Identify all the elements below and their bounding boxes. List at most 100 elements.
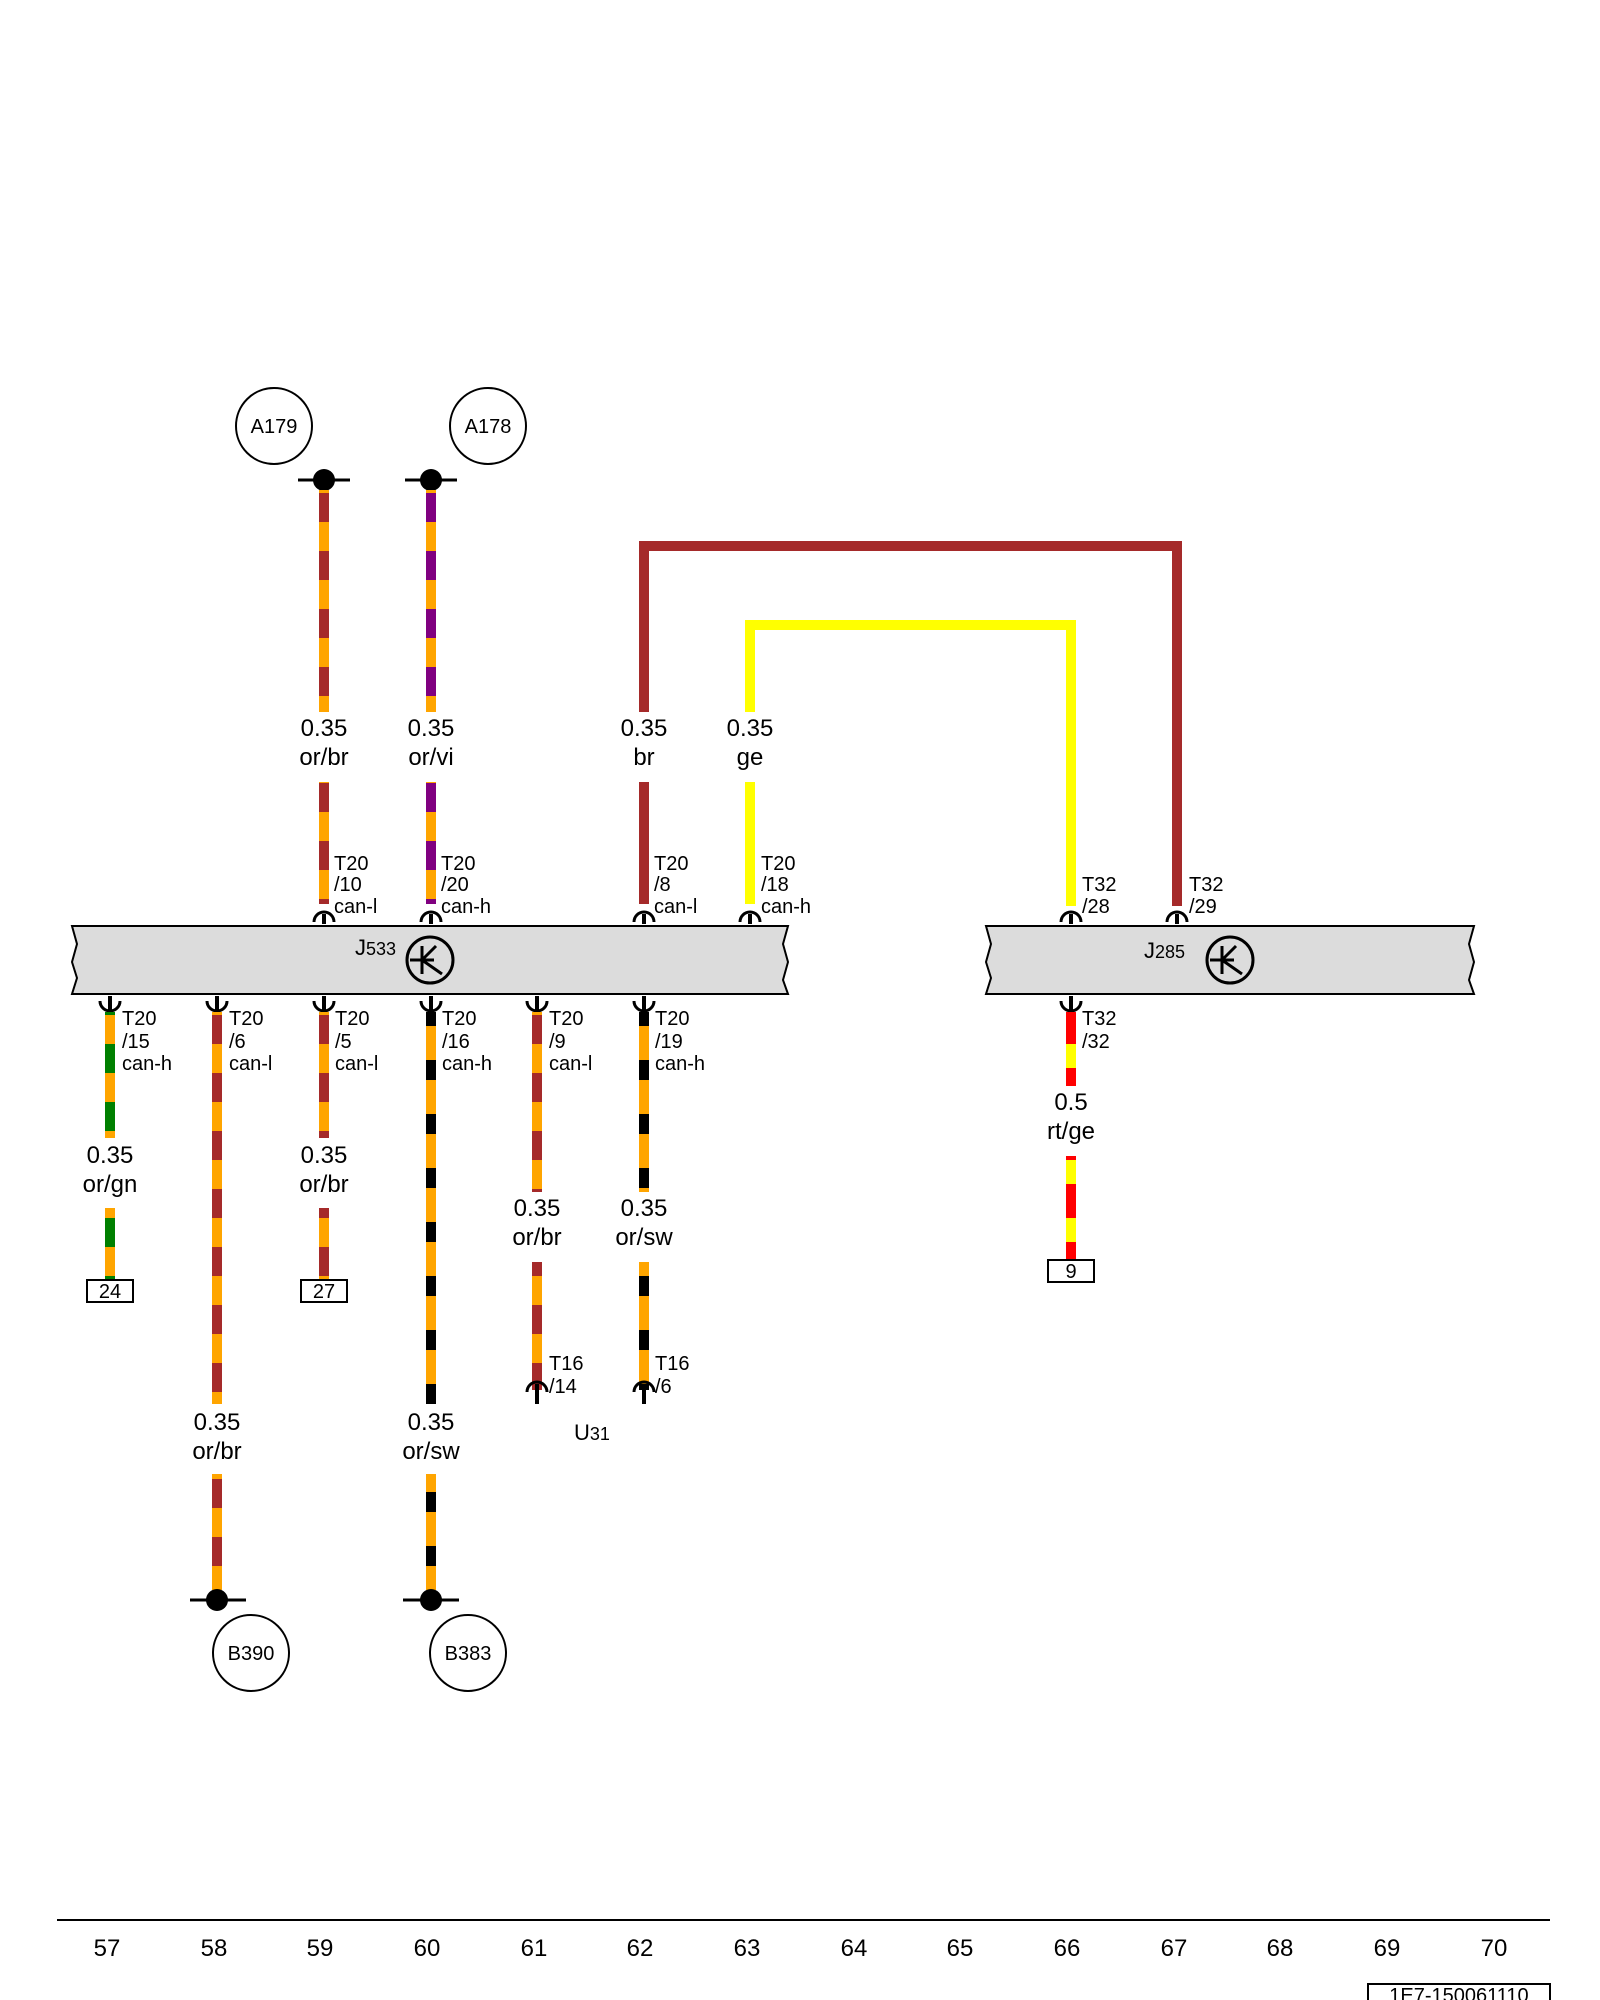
pin-t20-16-pin: /16 — [442, 1031, 470, 1053]
column-number: 63 — [734, 1935, 761, 1962]
pin-t20-18-conn: T20 — [761, 853, 795, 875]
connector-b390-circle — [212, 1614, 290, 1692]
pin-t20-15: T20 /15 can-h — [98, 996, 172, 1075]
connector-b390-dot — [206, 1589, 228, 1611]
pin-t32-29-conn: T32 — [1189, 874, 1223, 896]
pin-t20-16-conn: T20 — [442, 1008, 476, 1030]
wire-w4-color: ge — [737, 744, 764, 771]
connector-a178-circle — [449, 387, 527, 465]
j285-bus-icon — [1205, 935, 1255, 985]
doc-code-box — [1367, 1983, 1551, 2000]
pin-t16-14: T16 /14 — [525, 1353, 583, 1404]
wire-w7-color: or/br — [299, 1171, 348, 1198]
pin-t20-18-pin: /18 — [761, 874, 789, 896]
pin-t20-20-socket — [419, 910, 443, 923]
wire-w10-upper — [639, 1012, 649, 1192]
pin-t20-20-conn: T20 — [441, 853, 475, 875]
wire-w5-lower — [105, 1208, 115, 1280]
pin-t16-6: T16 /6 — [632, 1353, 689, 1404]
connector-b390-label: B390 — [228, 1643, 275, 1665]
connector-a179-label: A179 — [251, 416, 298, 438]
pin-t32-29-socket — [1165, 910, 1189, 923]
pin-t20-16: T20 /16 can-h — [419, 996, 492, 1075]
connector-b383-circle — [429, 1614, 507, 1692]
pin-t20-16-sig: can-h — [442, 1053, 492, 1075]
pin-t20-20-pin: /20 — [441, 874, 469, 896]
wire-w8-size: 0.35 — [408, 1409, 455, 1436]
j533-bus-icon-stroke-a — [420, 944, 438, 962]
pin-t32-28: T32 /28 — [1059, 874, 1116, 924]
wire-w11-lower — [1066, 1156, 1076, 1260]
column-number: 60 — [414, 1935, 441, 1962]
wire-w3-size: 0.35 — [621, 715, 668, 742]
pin-t20-5-pin: /5 — [335, 1031, 352, 1053]
pin-t20-8-conn: T20 — [654, 853, 688, 875]
pin-t20-19-pin: /19 — [655, 1031, 683, 1053]
j533-label-sub: 533 — [366, 939, 396, 959]
pin-t20-5-sig: can-l — [335, 1053, 378, 1075]
j285-label-sub: 285 — [1155, 942, 1185, 962]
pin-t32-32-conn: T32 — [1082, 1008, 1116, 1030]
pin-t32-28-socket — [1059, 910, 1083, 923]
connector-a179-dot — [313, 469, 335, 491]
ref-box-9 — [1047, 1259, 1095, 1283]
pin-t20-10-sig: can-l — [334, 896, 377, 918]
pin-t20-19-sig: can-h — [655, 1053, 705, 1075]
wire-w3-color: br — [633, 744, 654, 771]
pin-t20-9-sig: can-l — [549, 1053, 592, 1075]
wire-w3-lower — [639, 782, 649, 904]
column-number: 70 — [1481, 1935, 1508, 1962]
wire-w4-loop — [745, 620, 1076, 906]
wire-w9-color: or/br — [512, 1224, 561, 1251]
column-number: 65 — [947, 1935, 974, 1962]
pin-t16-14-pin: /14 — [549, 1376, 577, 1398]
pin-t20-6-pin: /6 — [229, 1031, 246, 1053]
wire-w2-size: 0.35 — [408, 715, 455, 742]
pin-t20-9-pin: /9 — [549, 1031, 566, 1053]
wire-w7-lower — [319, 1208, 329, 1280]
wire-w2-upper — [426, 490, 436, 712]
pin-t20-8-pin: /8 — [654, 874, 671, 896]
j533-bus-icon — [405, 935, 455, 985]
pin-t20-18-sig: can-h — [761, 896, 811, 918]
pin-t32-28-pin: /28 — [1082, 896, 1110, 918]
pin-t20-10-pin: /10 — [334, 874, 362, 896]
pin-t20-9-conn: T20 — [549, 1008, 583, 1030]
u31-label-main: U — [574, 1420, 590, 1445]
wire-w8-upper — [426, 1012, 436, 1404]
u31-label-sub: 31 — [590, 1424, 610, 1444]
pin-t20-5: T20 /5 can-l — [312, 996, 378, 1075]
pin-t20-10: T20 /10 can-l — [312, 853, 377, 924]
wire-w5-size: 0.35 — [87, 1142, 134, 1169]
pin-t32-32: T32 /32 — [1059, 996, 1116, 1053]
ref-box-24 — [86, 1279, 134, 1303]
j285-label-main: J — [1144, 938, 1155, 963]
wire-w5-upper — [105, 1012, 115, 1138]
pin-t20-19: T20 /19 can-h — [632, 996, 705, 1075]
wire-w1-upper — [319, 490, 329, 712]
pin-t32-29-pin: /29 — [1189, 896, 1217, 918]
pin-t20-6-sig: can-l — [229, 1053, 272, 1075]
pin-t16-6-socket — [632, 1380, 656, 1393]
pin-t20-8-socket — [632, 910, 656, 923]
connector-a179: A179 — [235, 387, 350, 491]
wire-w10-color: or/sw — [615, 1224, 673, 1251]
j285-label: J285 — [1144, 938, 1185, 963]
column-number: 61 — [521, 1935, 548, 1962]
wire-w1-lower — [319, 782, 329, 904]
pin-t20-5-conn: T20 — [335, 1008, 369, 1030]
connector-b383-dot — [420, 1589, 442, 1611]
connector-a178: A178 — [405, 387, 527, 491]
u31-label: U31 — [574, 1420, 610, 1445]
connector-b383: B383 — [403, 1589, 507, 1692]
wire-w1-size: 0.35 — [301, 715, 348, 742]
pin-t20-10-conn: T20 — [334, 853, 368, 875]
wire-w4-lower — [745, 782, 755, 904]
pin-t20-18: T20 /18 can-h — [738, 853, 811, 924]
pin-t20-15-sig: can-h — [122, 1053, 172, 1075]
j533-label: J533 — [355, 935, 396, 960]
j533-label-main: J — [355, 935, 366, 960]
wire-w11-color: rt/ge — [1047, 1118, 1095, 1145]
pin-t20-9: T20 /9 can-l — [525, 996, 592, 1075]
